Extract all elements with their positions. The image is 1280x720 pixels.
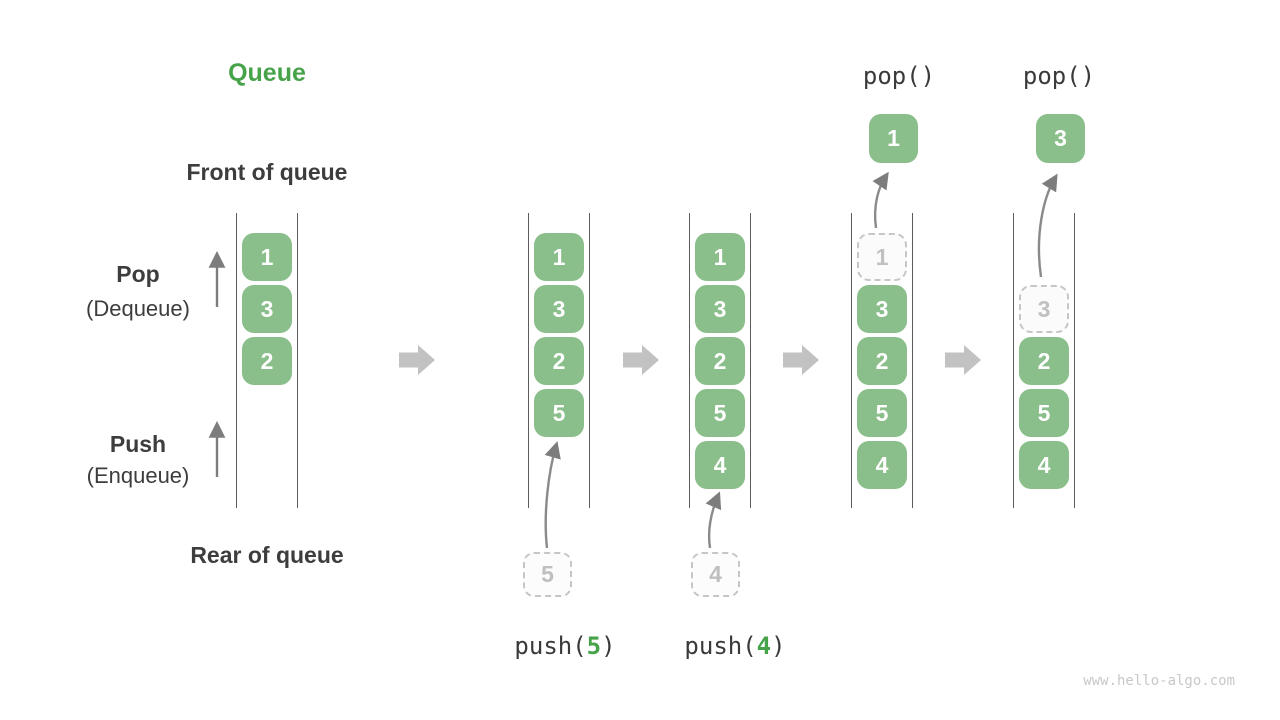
queue-item: 5 xyxy=(534,389,584,437)
queue-item: 1 xyxy=(695,233,745,281)
queue-container-4 xyxy=(851,213,913,508)
step-arrow-icon xyxy=(783,345,819,375)
push-arg-text: 4 xyxy=(756,632,772,660)
incoming-item: 4 xyxy=(691,552,740,597)
queue-item: 5 xyxy=(1019,389,1069,437)
step-arrow-icon xyxy=(399,345,435,375)
push-operation-label: push(4) xyxy=(655,632,815,660)
page-title: Queue xyxy=(228,59,306,87)
queue-item: 3 xyxy=(534,285,584,333)
popped-item: 1 xyxy=(869,114,918,163)
rear-of-queue-label: Rear of queue xyxy=(190,542,344,568)
queue-item: 3 xyxy=(242,285,292,333)
queue-container-1 xyxy=(236,213,298,508)
push-arg-text: 5 xyxy=(586,632,602,660)
incoming-item: 5 xyxy=(523,552,572,597)
queue-item: 4 xyxy=(857,441,907,489)
queue-item-ghost: 1 xyxy=(857,233,907,281)
queue-item-ghost: 3 xyxy=(1019,285,1069,333)
push-label: Push xyxy=(109,431,167,457)
queue-item: 5 xyxy=(695,389,745,437)
queue-item: 1 xyxy=(242,233,292,281)
queue-item: 4 xyxy=(695,441,745,489)
queue-container-2 xyxy=(528,213,590,508)
step-arrow-icon xyxy=(945,345,981,375)
queue-item: 2 xyxy=(1019,337,1069,385)
step-arrow-icon xyxy=(623,345,659,375)
queue-item: 3 xyxy=(857,285,907,333)
queue-container-3 xyxy=(689,213,751,508)
queue-item: 2 xyxy=(695,337,745,385)
pop-operation-label: pop() xyxy=(862,62,936,90)
queue-item: 2 xyxy=(242,337,292,385)
pop-label: Pop xyxy=(116,261,160,287)
push-fn-text: push( xyxy=(514,632,587,660)
push-sublabel: (Enqueue) xyxy=(86,463,190,488)
pop-sublabel: (Dequeue) xyxy=(86,296,190,321)
push-operation-label: push(5) xyxy=(485,632,645,660)
queue-item: 2 xyxy=(534,337,584,385)
watermark: www.hello-algo.com xyxy=(1083,673,1235,689)
queue-item: 4 xyxy=(1019,441,1069,489)
front-of-queue-label: Front of queue xyxy=(186,159,348,185)
popped-item: 3 xyxy=(1036,114,1085,163)
queue-item: 5 xyxy=(857,389,907,437)
pop-operation-label: pop() xyxy=(1022,62,1096,90)
queue-item: 3 xyxy=(695,285,745,333)
push-fn-text: push( xyxy=(684,632,757,660)
queue-container-5 xyxy=(1013,213,1075,508)
queue-item: 1 xyxy=(534,233,584,281)
push-close-text: ) xyxy=(601,632,616,660)
push-close-text: ) xyxy=(771,632,786,660)
queue-item: 2 xyxy=(857,337,907,385)
